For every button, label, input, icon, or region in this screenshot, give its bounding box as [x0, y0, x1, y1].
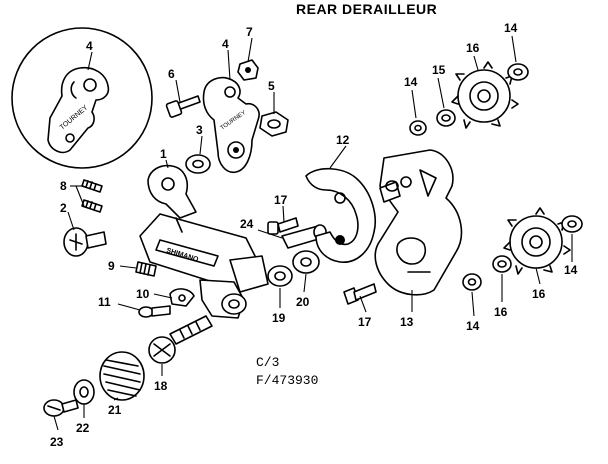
- label-part-12: 12: [336, 133, 350, 147]
- lower-pulley-wheel: [503, 207, 571, 275]
- label-part-9: 9: [108, 259, 115, 273]
- label-part-16-lower: 16: [532, 287, 546, 301]
- label-part-22: 22: [76, 421, 90, 435]
- upper-pulley-washer-outer: [507, 63, 529, 81]
- lower-pulley-washer-inner: [462, 273, 482, 291]
- mounting-bolt: [165, 95, 201, 118]
- adjuster-screw: [63, 227, 107, 257]
- label-part-13: 13: [400, 315, 414, 329]
- detail-inset: TOURNEY: [11, 27, 153, 169]
- washer: [185, 154, 211, 174]
- upper-pulley-bushing: [436, 109, 456, 127]
- catalog-code-line2: F/473930: [256, 373, 318, 388]
- label-part-19: 19: [272, 311, 286, 325]
- label-part-20: 20: [296, 295, 310, 309]
- inset-hanger-bracket: [47, 66, 110, 154]
- bushing-washer: [292, 250, 320, 274]
- label-part-6: 6: [168, 67, 175, 81]
- upper-pulley-washer-inner: [409, 120, 427, 136]
- label-part-4-inset: 4: [86, 39, 93, 53]
- label-part-14-upper-inner: 14: [404, 75, 418, 89]
- pulley-bolt-upper: [267, 217, 299, 235]
- label-part-7: 7: [246, 25, 253, 39]
- label-part-24: 24: [240, 217, 254, 231]
- inset-hanger-hole-lower: [65, 133, 75, 143]
- hanger-bracket: TOURNEY: [202, 76, 260, 174]
- hex-nut: [259, 111, 289, 137]
- spring-cover-washer: [73, 379, 95, 405]
- pulley-bolt-lower: [343, 283, 377, 305]
- label-part-16-upper: 16: [466, 41, 480, 55]
- return-spring: [99, 351, 145, 401]
- label-part-16-lower-inner: 16: [494, 305, 508, 319]
- label-part-17-lower: 17: [358, 315, 372, 329]
- inner-cage-plate: [374, 149, 463, 296]
- label-part-14-lower-inner: 14: [466, 319, 480, 333]
- tension-screw: [135, 261, 157, 277]
- inset-circle: [11, 27, 153, 169]
- label-part-21: 21: [108, 403, 122, 417]
- label-part-1: 1: [160, 147, 167, 161]
- label-part-10: 10: [136, 287, 150, 301]
- derailleur-body: SHIMANO: [139, 164, 269, 319]
- cable-clip: [169, 288, 195, 307]
- cover-screw: [43, 399, 79, 417]
- label-part-11: 11: [98, 295, 111, 309]
- label-part-18: 18: [154, 379, 168, 393]
- label-part-14-upper-outer: 14: [504, 21, 518, 35]
- cable-bolt: [138, 305, 171, 318]
- outer-cage-plate: [305, 167, 376, 263]
- inset-hanger-slot: [70, 81, 77, 99]
- pivot-axle: [148, 315, 213, 364]
- limit-screws: [81, 179, 103, 213]
- spring-washer: [267, 265, 293, 287]
- leader-lines: [53, 35, 573, 431]
- inset-hanger-hole: [83, 78, 97, 92]
- lower-pulley-bushing: [492, 255, 512, 273]
- catalog-code-line1: C/3: [256, 355, 279, 370]
- lower-pulley-washer-outer: [561, 215, 583, 233]
- label-part-4: 4: [222, 37, 229, 51]
- label-part-14-lower-outer: 14: [564, 263, 578, 277]
- label-part-17-upper: 17: [274, 193, 288, 207]
- label-part-3: 3: [196, 123, 203, 137]
- diagram-title: REAR DERAILLEUR: [296, 1, 437, 17]
- label-part-5: 5: [268, 79, 275, 93]
- label-part-23: 23: [50, 435, 64, 449]
- label-part-2: 2: [60, 201, 67, 215]
- label-part-8: 8: [60, 179, 67, 193]
- upper-pulley-wheel: [451, 61, 519, 129]
- cage-spacer: [379, 180, 401, 203]
- label-part-15: 15: [432, 63, 446, 77]
- part-labels: 4 4 7 6 5 3 1 8 2 9 10 11 12 13 17 24 17…: [50, 21, 578, 449]
- cap-nut: [237, 59, 259, 81]
